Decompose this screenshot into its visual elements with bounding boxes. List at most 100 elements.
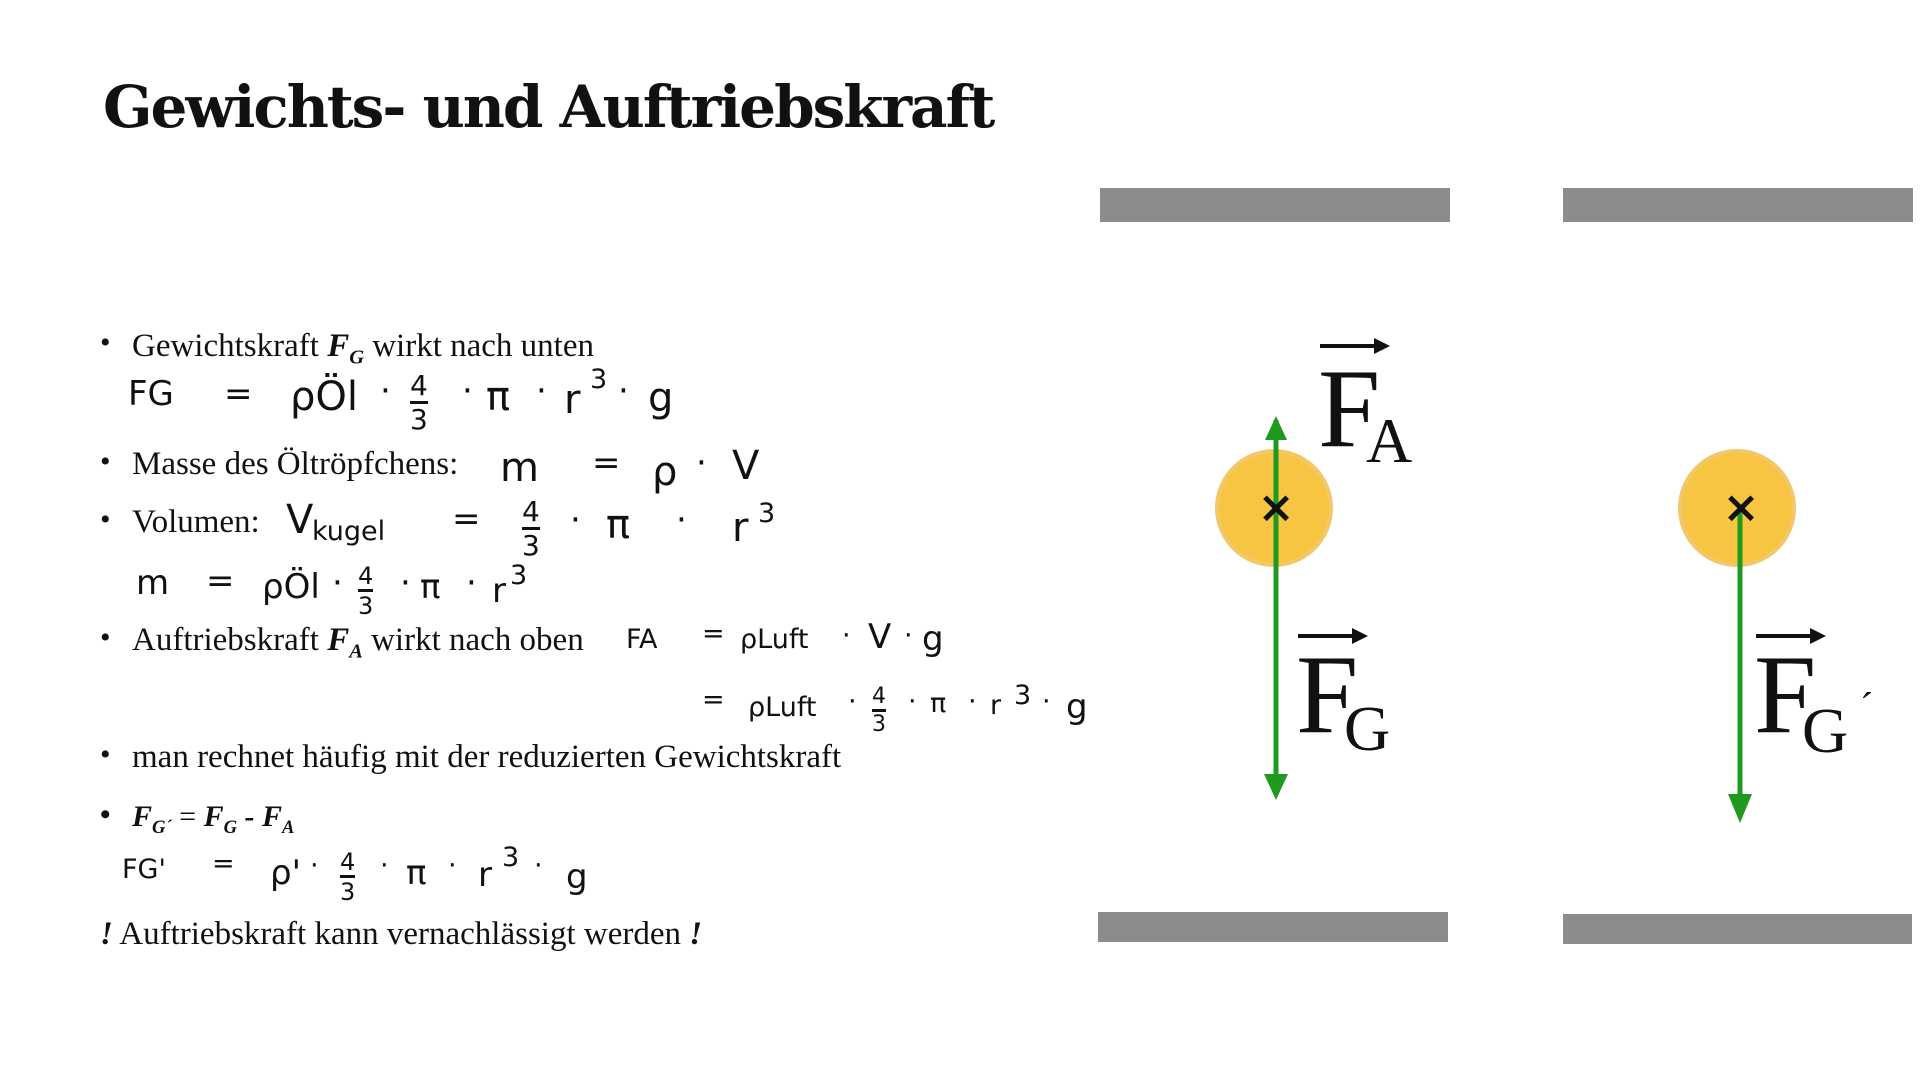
fa-line2-fraction: 4 3: [872, 686, 886, 736]
m-line-dot-1: ·: [332, 563, 343, 603]
volume-dot-1: ·: [570, 500, 581, 540]
fa-line2-r: r: [990, 690, 1002, 721]
mass-text: Masse des Öltröpfchens:: [132, 446, 459, 482]
left-bottom-plate: [1098, 912, 1448, 942]
right-bottom-plate: [1563, 914, 1912, 944]
fg-prime-fraction: 4 3: [340, 848, 356, 906]
m-line-dot-2: ·: [400, 563, 411, 603]
bullet-mass: •: [100, 445, 111, 478]
m-line-pi: π: [420, 567, 441, 607]
relation-eq: =: [171, 800, 204, 833]
m-line-fraction-num: 4: [358, 562, 374, 590]
fg-prime-g: g: [566, 857, 588, 897]
fg-prime-label-letter: F: [1754, 633, 1816, 757]
m-line-eq: =: [206, 561, 235, 601]
mass-m: m: [500, 445, 539, 491]
buoyancy-symbol-letter: F: [327, 622, 350, 658]
fg-formula-fraction: 4 3: [410, 372, 428, 434]
fg-prime-fraction-num: 4: [340, 848, 356, 876]
fa-line2-fraction-den: 3: [872, 712, 886, 737]
fa-label-sub: A: [1366, 405, 1412, 476]
right-top-plate: [1563, 188, 1913, 222]
mass-rho: ρ: [652, 449, 678, 495]
fg-prime-dot-4: ·: [534, 850, 543, 881]
volume-eq: =: [452, 499, 481, 539]
relation-f1-sub: G: [223, 817, 238, 838]
weight-text-before: Gewichtskraft: [132, 328, 328, 364]
fa-line2-rho: ρLuft: [748, 692, 817, 723]
fg-fraction-den: 3: [410, 403, 428, 436]
fa-line1-rho: ρLuft: [740, 624, 809, 655]
fg-formula-r: r: [564, 377, 581, 423]
volume-v-sub: kugel: [312, 516, 386, 547]
fg-formula-dot-3: ·: [536, 371, 547, 411]
left-weight-arrowhead: [1264, 774, 1288, 800]
bullet-relation: •: [100, 798, 111, 831]
bullet-weight: •: [100, 326, 111, 359]
volume-v: V: [286, 497, 314, 543]
note-text: ! Auftriebskraft kann vernachlässigt wer…: [100, 918, 702, 951]
fg-prime-fraction-bar: [340, 875, 356, 878]
m-line-m: m: [136, 563, 170, 603]
volume-fraction-den: 3: [522, 529, 540, 562]
weight-text-after: wirkt nach unten: [363, 328, 594, 364]
bullet-volume: •: [100, 503, 111, 536]
fg-prime-exp: 3: [502, 842, 520, 873]
mass-dot: ·: [696, 443, 707, 483]
bullet-reduced: •: [100, 738, 111, 771]
relation-lhs-letter: F: [132, 800, 153, 833]
volume-fraction-num: 4: [522, 495, 540, 528]
fg-prime-vector-arrowhead: [1810, 628, 1826, 644]
fa-label-letter: F: [1318, 347, 1380, 471]
buoyancy-text-before: Auftriebskraft: [132, 622, 328, 658]
relation-minus: -: [237, 800, 263, 833]
fg-prime-rho: ρ': [270, 853, 301, 893]
fa-line2-fraction-num: 4: [872, 684, 886, 709]
relation-f1-letter: F: [203, 800, 224, 833]
note-mark-end: !: [689, 916, 703, 952]
right-center-mark: ×: [1723, 482, 1760, 533]
m-line-fraction-bar: [358, 589, 374, 592]
fg-formula-dot-2: ·: [462, 371, 473, 411]
m-line-r: r: [492, 571, 506, 611]
fa-eq-1: =: [702, 618, 725, 649]
fg-prime-pi: π: [406, 853, 427, 893]
fg-prime-label-prime: ´: [1860, 684, 1873, 729]
fa-line1-v: V: [868, 617, 892, 657]
fa-line1-dot-2: ·: [904, 620, 913, 651]
volume-fraction-bar: [522, 527, 540, 530]
left-buoyancy-arrowhead: [1265, 416, 1287, 440]
fg-formula-g: g: [648, 375, 674, 421]
fg-fraction-bar: [410, 401, 428, 404]
fg-prime-eq: =: [212, 848, 235, 879]
fg-prime-fraction-den: 3: [340, 878, 356, 906]
volume-exp: 3: [758, 498, 776, 529]
fg-label-sub: G: [1344, 693, 1390, 764]
relation-f2-letter: F: [262, 800, 283, 833]
m-line-fraction: 4 3: [358, 562, 374, 618]
fa-line2-dot-2: ·: [908, 686, 917, 717]
relation-lhs-sub: G´: [152, 817, 172, 838]
weight-symbol-letter: F: [327, 328, 350, 364]
fa-line2-fraction-bar: [872, 709, 886, 712]
fa-line1-dot-1: ·: [842, 620, 851, 651]
weight-symbol-sub: G: [349, 346, 364, 369]
fg-label-letter: F: [1296, 633, 1358, 757]
fa-line2-dot-4: ·: [1042, 686, 1051, 717]
fa-lhs: FA: [626, 624, 658, 655]
m-line-exp: 3: [510, 560, 528, 591]
volume-pi: π: [606, 502, 631, 548]
volume-fraction: 4 3: [522, 498, 540, 560]
reduced-text: man rechnet häufig mit der reduzierten G…: [132, 739, 842, 775]
fg-formula-dot-1: ·: [380, 371, 391, 411]
note-mark-start: !: [100, 916, 113, 952]
page-title: Gewichts- und Auftriebskraft: [103, 73, 995, 141]
fg-formula-pi: π: [486, 374, 511, 420]
fa-eq-2: =: [702, 684, 725, 715]
fg-formula-dot-4: ·: [618, 371, 629, 411]
mass-eq: =: [592, 443, 621, 483]
fg-formula-eq: =: [224, 374, 253, 414]
fa-line2-dot-3: ·: [968, 686, 977, 717]
buoyancy-text-after: wirkt nach oben: [362, 622, 584, 658]
